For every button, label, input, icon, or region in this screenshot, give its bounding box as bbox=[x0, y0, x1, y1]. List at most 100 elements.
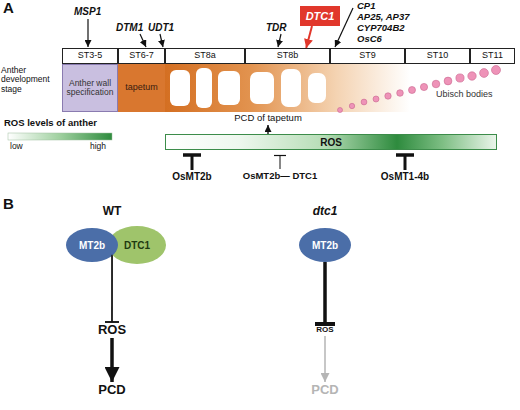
inhibition-stem bbox=[280, 156, 281, 169]
stage-box: ST3-5 bbox=[62, 48, 118, 64]
ubisch-dot bbox=[409, 87, 416, 94]
ubisch-dot bbox=[456, 74, 464, 82]
scale-end: high bbox=[90, 142, 106, 151]
tapetum-cell bbox=[218, 71, 240, 105]
scale-end: low bbox=[10, 142, 23, 151]
inhibition-bars bbox=[183, 155, 414, 170]
ros-node: ROS bbox=[92, 322, 132, 338]
gene-arrows bbox=[88, 8, 353, 47]
stage-box: ST6-7 bbox=[118, 48, 165, 64]
gene-box: DTC1 bbox=[300, 6, 340, 26]
ubisch-dot bbox=[420, 83, 427, 90]
gene-name: UDT1 bbox=[148, 22, 174, 33]
ubisch-dot bbox=[492, 66, 501, 75]
node-text: PCD bbox=[98, 383, 125, 397]
ubisch-dot bbox=[480, 69, 489, 78]
ubisch-dot bbox=[444, 77, 452, 85]
ellipse-shape bbox=[299, 228, 351, 262]
ubisch-dot bbox=[468, 72, 476, 80]
ubisch-dot bbox=[349, 103, 354, 108]
panel-letter: A bbox=[3, 0, 14, 17]
ubisch-dot bbox=[385, 93, 391, 99]
ubisch-dot bbox=[373, 96, 379, 102]
tapetum-cell bbox=[308, 73, 326, 103]
pcd-node: PCD bbox=[305, 382, 345, 398]
stage-box: ST10 bbox=[405, 48, 470, 64]
stage-box: ST8b bbox=[245, 48, 330, 64]
inhibition-cap bbox=[396, 153, 414, 157]
pcd-arrow bbox=[267, 125, 268, 134]
tapetum-band bbox=[165, 64, 410, 112]
ellipse-shape bbox=[66, 228, 118, 262]
ros-node: ROS bbox=[310, 324, 340, 336]
inhibition-stem bbox=[191, 156, 194, 170]
protein-ellipse: MT2b bbox=[299, 228, 351, 262]
node-text: ST8a bbox=[194, 51, 216, 61]
tapetum-cell bbox=[281, 69, 301, 107]
gene-arrow bbox=[87, 19, 88, 47]
gene-name: TDR bbox=[266, 22, 287, 33]
connector bbox=[110, 338, 114, 382]
gene-name: MSP1 bbox=[74, 6, 101, 17]
connector bbox=[324, 336, 326, 382]
genotype-label: WT bbox=[92, 205, 132, 218]
node-text: ST10 bbox=[427, 51, 449, 61]
stage-panel: Anther wall specification bbox=[62, 64, 118, 112]
node-text: Anther wall specification bbox=[63, 79, 117, 98]
pcd-node: PCD bbox=[92, 382, 132, 398]
node-text: ST6-7 bbox=[129, 51, 154, 61]
node-text: ROS bbox=[316, 326, 333, 335]
gene-name: CYP704B2 bbox=[357, 23, 405, 33]
scale-title: ROS levels of anther bbox=[4, 118, 97, 128]
inhibitor-name: OsMT2b bbox=[166, 171, 218, 182]
ubisch-dot bbox=[361, 99, 367, 105]
connector bbox=[111, 256, 112, 322]
node-text: PCD bbox=[311, 383, 338, 397]
stage-box: ST9 bbox=[330, 48, 405, 64]
node-text: DTC1 bbox=[306, 10, 335, 22]
node-text: ROS bbox=[320, 137, 342, 148]
node-text: ST11 bbox=[482, 51, 503, 61]
panel-letter: B bbox=[3, 196, 14, 213]
connector bbox=[306, 26, 312, 48]
ubisch-dot bbox=[432, 80, 440, 88]
node-text: tapetum bbox=[125, 83, 158, 93]
gene-name: CP1 bbox=[357, 1, 375, 11]
ubisch-dot bbox=[338, 108, 343, 113]
gene-arrow bbox=[140, 34, 146, 47]
tapetum-panel: tapetum bbox=[118, 64, 165, 112]
node-text: MT2b bbox=[312, 240, 338, 251]
gene-arrow bbox=[278, 34, 281, 47]
axis-label: Anther development stage bbox=[1, 66, 61, 94]
ros-colorbar bbox=[8, 133, 112, 140]
inhibitor-name: OsMT2b— DTC1 bbox=[236, 171, 324, 181]
node-text: ST9 bbox=[359, 51, 376, 61]
tapetum-cell bbox=[170, 70, 190, 106]
tapetum-cell bbox=[196, 68, 212, 108]
connector bbox=[111, 255, 112, 322]
structure-label: Ubisch bodies bbox=[436, 90, 493, 100]
gene-name: AP25, AP37 bbox=[357, 12, 409, 22]
gene-name: OsC6 bbox=[357, 34, 382, 44]
ellipse-shape bbox=[108, 226, 166, 264]
ubisch-dot bbox=[397, 90, 404, 97]
connector bbox=[323, 262, 327, 324]
stage-box: ST11 bbox=[470, 48, 515, 64]
gene-name: DTM1 bbox=[116, 22, 143, 33]
stage-box: ST8a bbox=[165, 48, 245, 64]
node-text: ST3-5 bbox=[78, 51, 103, 61]
ros-bar: ROS bbox=[165, 134, 497, 150]
inhibitor-name: OsMT1-4b bbox=[377, 171, 433, 182]
inhibition-cap bbox=[183, 153, 201, 157]
inhibition-stem bbox=[404, 156, 407, 170]
protein-ellipse: MT2b bbox=[66, 228, 118, 262]
node-text: ROS bbox=[98, 323, 126, 337]
process-label: PCD of tapetum bbox=[226, 113, 310, 123]
tapetum-cell bbox=[250, 72, 274, 104]
node-text: DTC1 bbox=[124, 240, 150, 251]
node-text: MT2b bbox=[79, 240, 105, 251]
inhibition-cap bbox=[274, 155, 286, 156]
genotype-label: dtc1 bbox=[305, 205, 345, 218]
gene-arrow bbox=[160, 34, 163, 47]
